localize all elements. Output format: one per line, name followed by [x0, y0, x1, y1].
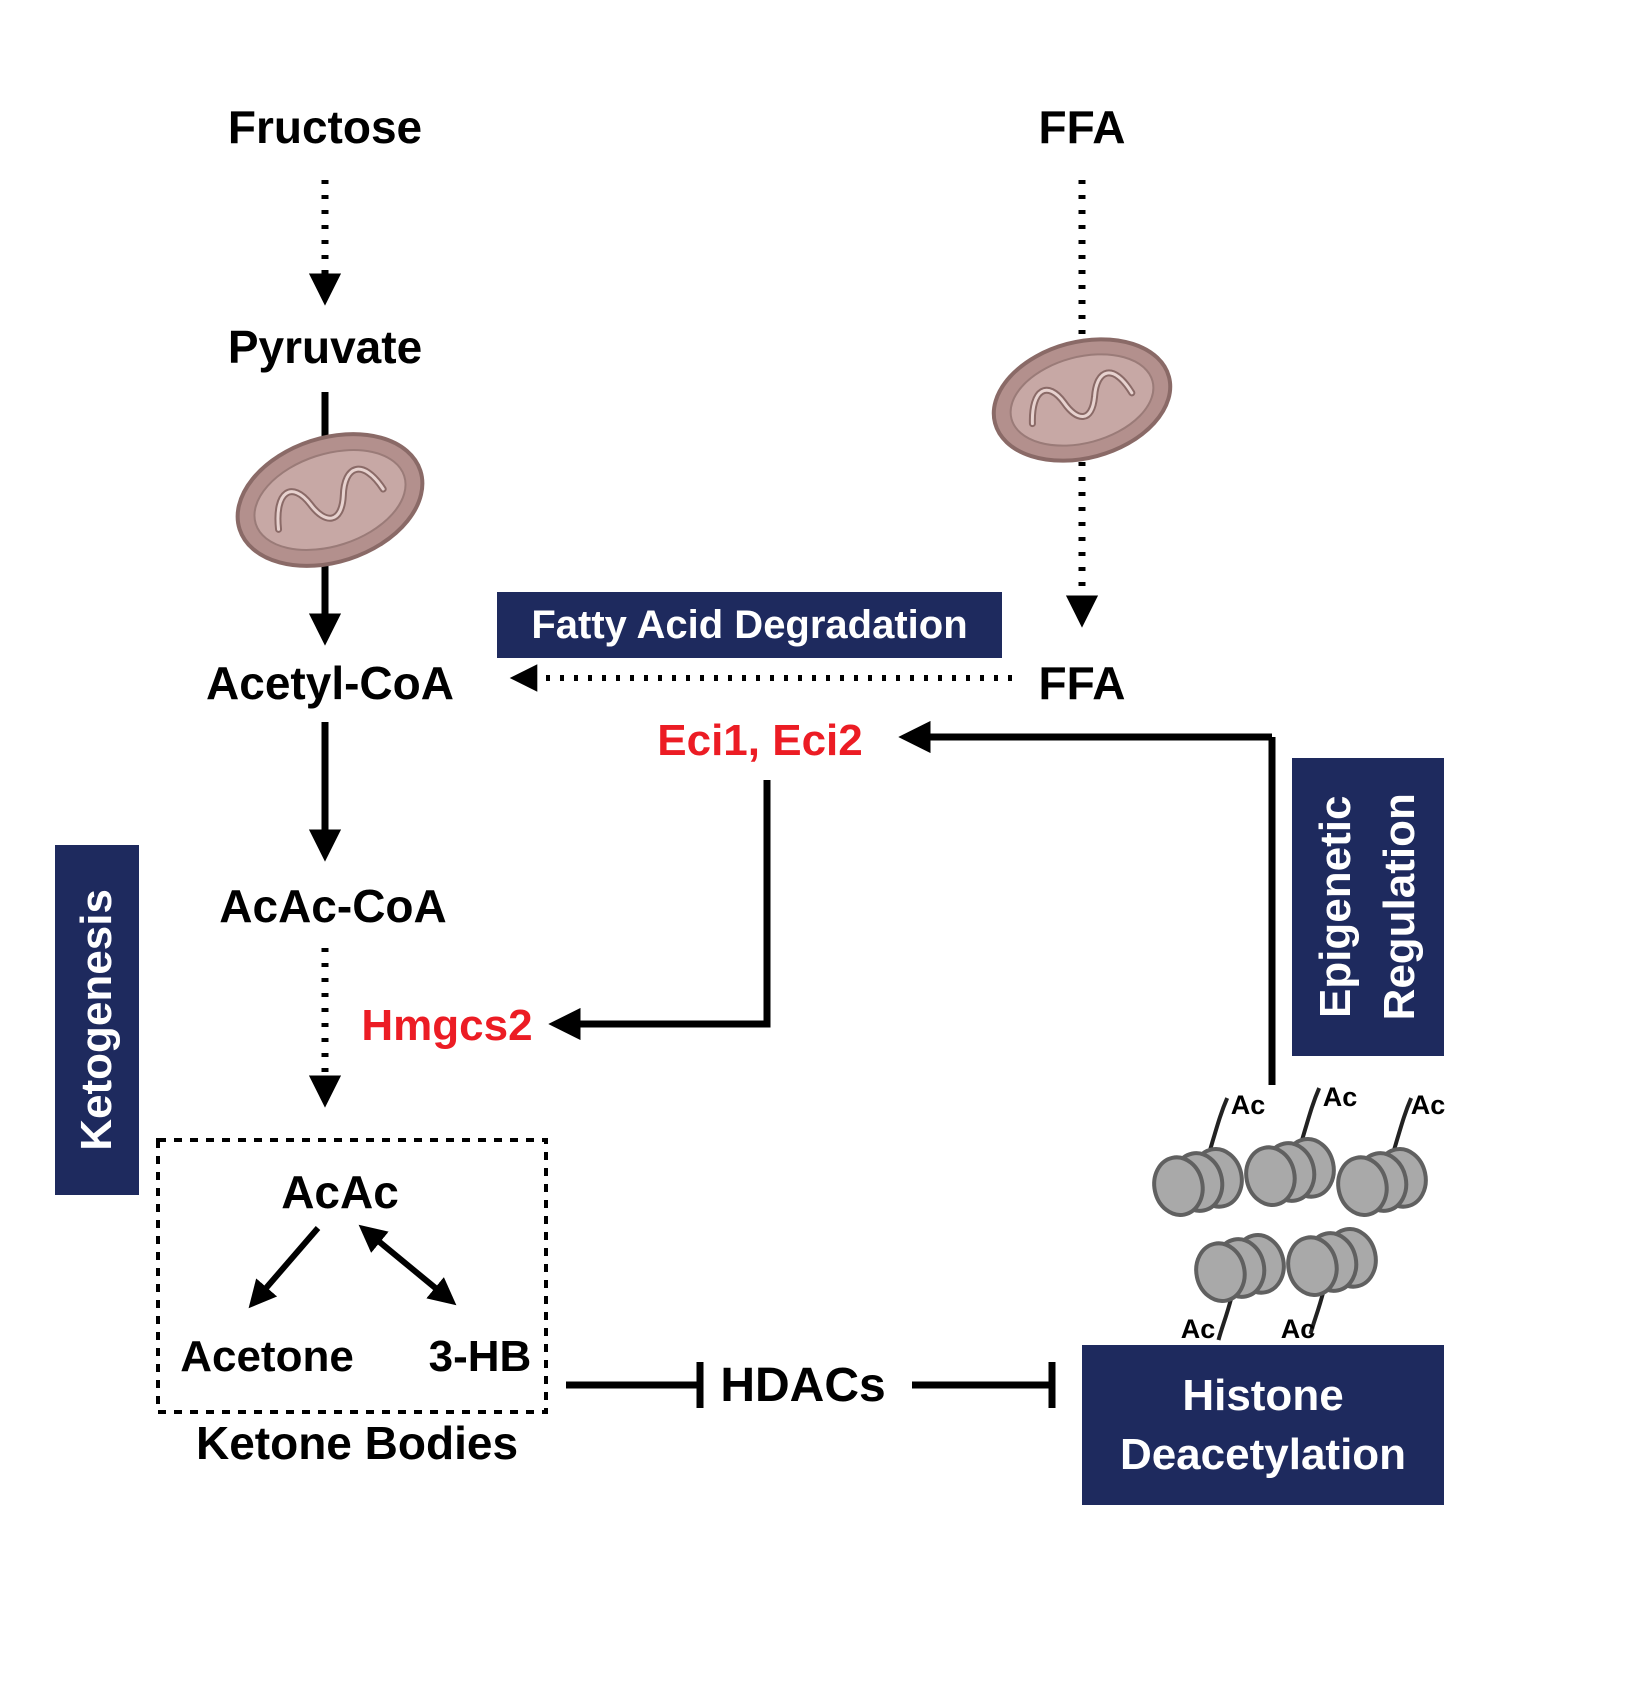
nucleosome-icon — [1336, 1097, 1428, 1217]
ketogenesis-text: Ketogenesis — [72, 889, 122, 1151]
nucleosome-icon — [1152, 1097, 1244, 1217]
node-pyruvate: Pyruvate — [227, 321, 423, 373]
epigenetic-text-line2: Regulation — [1375, 793, 1425, 1021]
nucleosome-icon — [1286, 1227, 1378, 1335]
ac-label: Ac — [1281, 1314, 1316, 1344]
ac-label: Ac — [1323, 1082, 1358, 1112]
mitochondrion-icon — [991, 337, 1173, 463]
node-fructose: Fructose — [227, 101, 423, 153]
epigenetic-text-line1: Epigenetic — [1311, 795, 1361, 1019]
ac-label: Ac — [1411, 1090, 1446, 1120]
node-ffa-top: FFA — [1038, 101, 1126, 153]
nucleosome-icon — [1194, 1233, 1286, 1341]
mitochondrion-icon — [235, 432, 425, 568]
node-hdacs: HDACs — [720, 1359, 886, 1412]
ac-label: Ac — [1231, 1090, 1266, 1120]
label-fatty-acid-degradation: Fatty Acid Degradation — [497, 592, 1002, 658]
label-epigenetic-regulation: Epigenetic Regulation — [1292, 758, 1444, 1056]
arrow-eci-hmgcs2 — [548, 780, 771, 1041]
ac-label: Ac — [1181, 1314, 1216, 1344]
label-ketone-bodies: Ketone Bodies — [195, 1417, 519, 1469]
label-ketogenesis: Ketogenesis — [55, 845, 139, 1195]
histone-deacetylation-line1: Histone — [1182, 1370, 1344, 1420]
node-3-hb: 3-HB — [428, 1332, 532, 1381]
histone-deacetylation-line2: Deacetylation — [1119, 1430, 1407, 1479]
node-acetone: Acetone — [180, 1332, 354, 1381]
nucleosome-icon — [1244, 1087, 1336, 1207]
enzyme-hmgcs2: Hmgcs2 — [361, 1001, 533, 1050]
node-acetyl-coa: Acetyl-CoA — [206, 657, 454, 709]
fatty-acid-degradation-text: Fatty Acid Degradation — [531, 602, 968, 647]
arrow-acac-3hb — [358, 1224, 457, 1306]
ketone-bodies-box — [156, 1138, 548, 1414]
node-ffa-mid: FFA — [1038, 657, 1126, 709]
arrow-acac-acetone — [248, 1226, 321, 1309]
enzyme-eci: Eci1, Eci2 — [657, 716, 863, 765]
label-histone-deacetylation: Histone Deacetylation — [1082, 1345, 1444, 1505]
node-acac-coa: AcAc-CoA — [219, 880, 447, 932]
node-acac: AcAc — [281, 1166, 399, 1218]
